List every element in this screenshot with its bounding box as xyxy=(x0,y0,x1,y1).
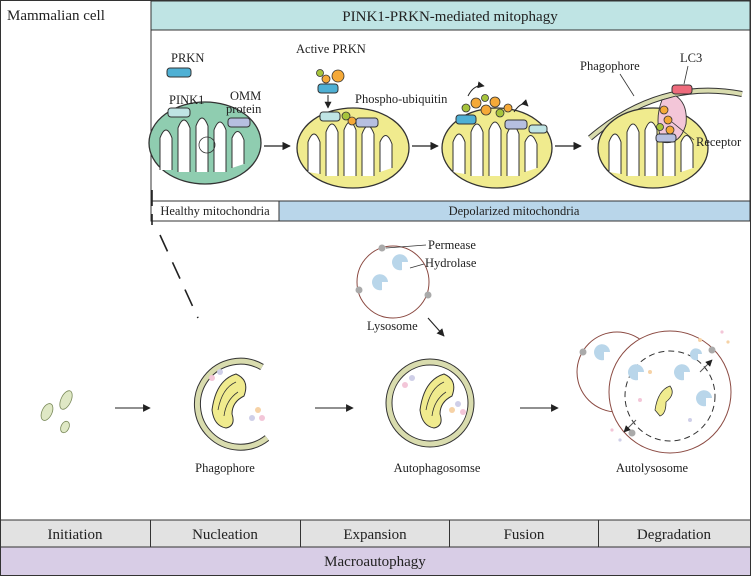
mitophagy-phagophore-label: Phagophore xyxy=(580,59,640,73)
autophagosome xyxy=(385,358,475,448)
pink1-label: PINK1 xyxy=(169,93,204,107)
depolarized-mitochondria-label: Depolarized mitochondria xyxy=(449,204,580,218)
prkn-icon xyxy=(166,67,192,78)
lysosome xyxy=(355,244,432,319)
autolysosome xyxy=(576,330,732,454)
stage-expansion: Expansion xyxy=(343,527,407,543)
phagophore-label: Phagophore xyxy=(195,461,255,475)
hydrolase-label: Hydrolase xyxy=(425,256,477,270)
omm-protein-label-line2: protein xyxy=(226,102,262,116)
stage-nucleation: Nucleation xyxy=(192,527,258,543)
omm-protein-label-line1: OMM xyxy=(230,89,261,103)
mitophagy-title: PINK1-PRKN-mediated mitophagy xyxy=(342,9,558,25)
stage-fusion: Fusion xyxy=(504,527,545,543)
healthy-mitochondrion xyxy=(148,101,262,185)
zoom-dashed-line-lower xyxy=(159,234,199,319)
mitophagy-header-bar xyxy=(150,0,751,31)
autolysosome-label: Autolysosome xyxy=(616,461,689,475)
hydrolase-pointer xyxy=(409,263,425,269)
initiation-vesicles xyxy=(40,390,73,434)
autophagosome-label: Autophagosomse xyxy=(394,461,481,475)
phospho-ubiquitin-label: Phospho-ubiquitin xyxy=(355,92,448,106)
lc3-pointer xyxy=(683,65,689,85)
prkn-label: PRKN xyxy=(171,51,204,65)
nucleation-phagophore xyxy=(193,357,270,451)
stage-initiation: Initiation xyxy=(48,527,103,543)
lysosome-label: Lysosome xyxy=(367,319,418,333)
healthy-mitochondria-label: Healthy mitochondria xyxy=(160,204,270,218)
depolarized-mitochondria-bar xyxy=(278,200,751,222)
mitophagy-phagophore-stage xyxy=(588,84,743,189)
depolarized-mitochondrion-3 xyxy=(441,81,553,189)
arrow-lysosome-fusion xyxy=(427,317,445,337)
depolarized-mitochondrion-2 xyxy=(296,69,410,189)
cell-label: Mammalian cell xyxy=(7,8,105,24)
receptor-label: Receptor xyxy=(696,135,742,149)
stage-bar xyxy=(0,519,751,548)
phagophore-pointer xyxy=(619,73,635,97)
stage-degradation: Degradation xyxy=(637,527,712,543)
permease-pointer xyxy=(385,244,427,249)
permease-label: Permease xyxy=(428,238,476,252)
macroautophagy-label: Macroautophagy xyxy=(324,554,426,570)
active-prkn-label: Active PRKN xyxy=(296,42,366,56)
lc3-label: LC3 xyxy=(680,51,702,65)
